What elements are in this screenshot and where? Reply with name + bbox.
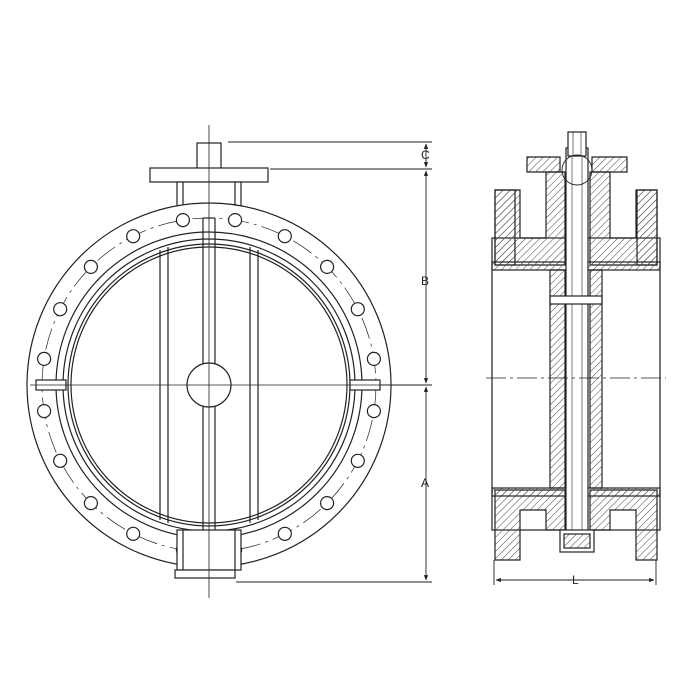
left-top-flange bbox=[494, 189, 516, 266]
bolt-hole bbox=[277, 229, 292, 244]
bolt-hole bbox=[320, 259, 335, 274]
dimension-label-a: A bbox=[421, 476, 429, 490]
body-bottom-wall bbox=[494, 489, 566, 561]
dimension-label-l: L bbox=[572, 573, 579, 587]
bolt-hole bbox=[175, 213, 190, 228]
bolt-hole bbox=[126, 526, 141, 541]
dimension-label-b: B bbox=[421, 274, 429, 288]
front-dimensions bbox=[228, 141, 432, 583]
front-view bbox=[26, 125, 392, 598]
bolt-hole bbox=[350, 302, 365, 317]
bolt-hole bbox=[36, 351, 52, 366]
bolt-hole bbox=[126, 229, 141, 244]
disc-section bbox=[549, 269, 603, 489]
bolt-hole bbox=[277, 526, 292, 541]
shaft bbox=[565, 147, 589, 541]
bottom-plate bbox=[174, 569, 236, 579]
bolt-hole bbox=[36, 404, 52, 419]
bolt-hole bbox=[350, 453, 365, 468]
bolt-hole bbox=[53, 453, 68, 468]
bolt-hole bbox=[366, 351, 381, 366]
bolt-hole bbox=[53, 302, 68, 317]
bolt-hole bbox=[83, 259, 99, 274]
shaft-collar bbox=[549, 295, 603, 305]
bolt-hole bbox=[228, 213, 243, 228]
stem-key bbox=[567, 131, 587, 157]
bolt-hole bbox=[366, 404, 381, 419]
bolt-hole bbox=[320, 496, 335, 511]
dimension-label-c: C bbox=[421, 148, 430, 162]
section-view bbox=[486, 131, 666, 561]
right-top-flange bbox=[636, 189, 658, 266]
section-dimensions bbox=[493, 560, 657, 585]
bolt-hole bbox=[83, 496, 99, 511]
body-bottom-wall-right bbox=[589, 489, 658, 561]
